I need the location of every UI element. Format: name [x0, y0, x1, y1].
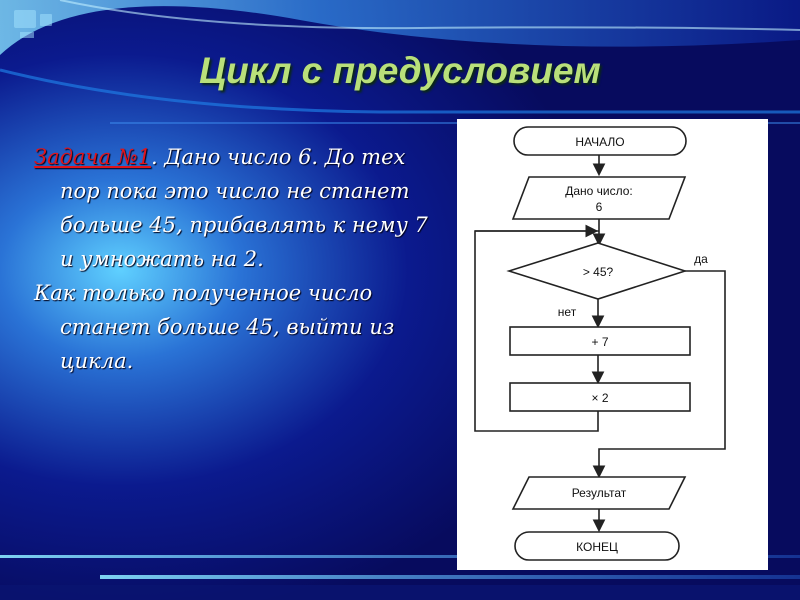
- multiply-two-label: × 2: [591, 391, 608, 405]
- task-paragraph-2: Как только полученное число станет больш…: [34, 281, 395, 373]
- start-label: НАЧАЛО: [575, 135, 624, 149]
- task-text: Задача №1. Дано число 6. До тех пор пока…: [34, 140, 434, 378]
- task-label: Задача №1: [34, 145, 151, 169]
- no-label: нет: [558, 305, 577, 319]
- multiply-two-block: [509, 382, 691, 412]
- task-body: . Дано число 6. До тех пор пока это числ…: [60, 145, 428, 271]
- condition-label: > 45?: [583, 265, 614, 279]
- output-parallelogram: [511, 476, 687, 510]
- yes-label: да: [694, 252, 708, 266]
- input-label-line1: Дано число:: [565, 184, 633, 198]
- flowchart-panel: НАЧАЛО Дано число: 6 > 45? да нет + 7 × …: [457, 119, 768, 570]
- input-label-line2: 6: [596, 200, 603, 214]
- output-label: Результат: [572, 486, 627, 500]
- end-terminator: [514, 531, 680, 561]
- start-terminator: [513, 126, 687, 156]
- add-seven-block: [509, 326, 691, 356]
- task-paragraph-1: Задача №1. Дано число 6. До тех пор пока…: [34, 140, 434, 276]
- flowchart: НАЧАЛО Дано число: 6 > 45? да нет + 7 × …: [474, 126, 726, 561]
- add-seven-label: + 7: [591, 335, 608, 349]
- end-label: КОНЕЦ: [576, 540, 618, 554]
- input-parallelogram: [511, 176, 687, 220]
- slide-title: Цикл с предусловием: [199, 50, 601, 91]
